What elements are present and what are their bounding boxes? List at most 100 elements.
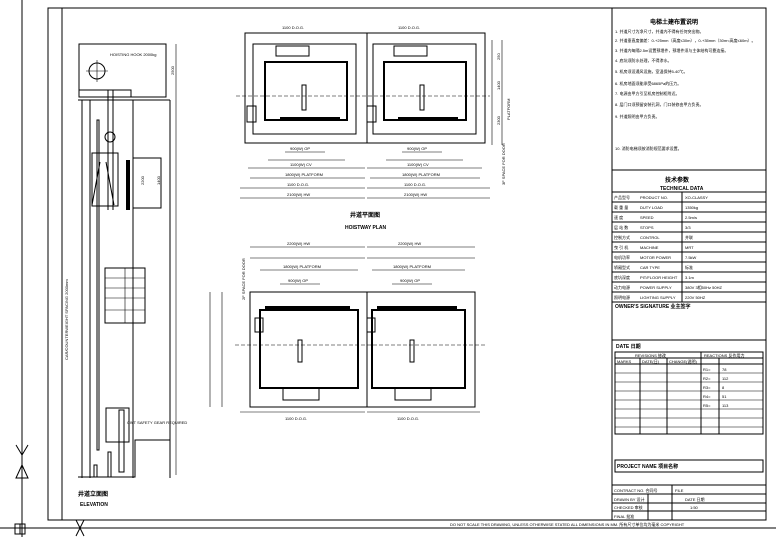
tech-row-label-en: PIT/FLOOR HEIGHT [640, 275, 678, 280]
reaction-key: R1= [703, 367, 711, 372]
reaction-value: 113 [722, 403, 729, 408]
tech-row-label-en: DUTY LOAD [640, 205, 663, 210]
tech-row-label-en: SPEED [640, 215, 654, 220]
note-2: 2. 井道垂直度偏差：0-+25mm（高度≤30m），0-+35mm（30m<高… [615, 37, 756, 43]
checked-by: CHECKED 审核 [614, 504, 643, 510]
elevation-dim-1: 2500 [170, 65, 175, 75]
tech-row-value: 1350kg [685, 205, 698, 210]
lower-car2-dog: 1100 D.O.G. [397, 416, 419, 421]
car1-door-opening: 1100 D.O.G. [282, 25, 304, 30]
revisions-table: DATE 日期 REVISIONS 修改 MARKS DATE(日) CHANG… [612, 339, 766, 435]
tech-row-label-en: POWER SUPPLY [640, 285, 672, 290]
tech-row-value: XO-CLASSY [685, 195, 708, 200]
lower-car1-hw: 2200(W) HW [287, 241, 310, 246]
reaction-key: R4= [703, 394, 711, 399]
tech-row-label-cn: 产品型号 [614, 194, 630, 200]
tech-title-en: TECHNICAL DATA [660, 186, 704, 192]
plan-side-label: 3F SPACE FOR DOOR [501, 143, 506, 185]
tech-row-label-en: MOTOR POWER [640, 255, 671, 260]
tech-row-label-cn: 控制方式 [614, 234, 630, 240]
reactions-title: REACTIONS 反作用力 [704, 352, 744, 358]
note-9: 9. 井道照明由甲方负责。 [615, 113, 659, 119]
reaction-key: R5= [703, 403, 711, 408]
lower-car1-dog: 1100 D.O.G. [285, 416, 307, 421]
revision-date-label: DATE 日期 [616, 343, 641, 350]
note-1: 1. 井道尺寸为净尺寸，井道内不得有任何突出物。 [615, 28, 703, 34]
lower-car1-platform: 1800(W) PLATFORM [283, 264, 321, 269]
notes-panel: 电梯土建布置说明 1. 井道尺寸为净尺寸，井道内不得有任何突出物。 2. 井道垂… [612, 18, 766, 171]
tech-row-value: 220V 50HZ [685, 295, 706, 300]
note-10: 10. 消防电梯须按消防规范要求设置。 [615, 145, 682, 151]
car2-entrance: 900(W) OP [407, 146, 427, 151]
reaction-value: 51 [722, 394, 727, 399]
reaction-value: 112 [722, 376, 729, 381]
note-6: 6. 机房地面须能承受6865Pa的压力。 [615, 80, 681, 86]
tech-row-label-en: CAR TYPE [640, 265, 660, 270]
plan-side-platform: PLATFORM [506, 99, 511, 120]
tech-row-label-en: CONTROL [640, 235, 660, 240]
revisions-col-date: DATE(日) [642, 359, 660, 364]
tech-row-value: 并联 [685, 234, 693, 240]
lower-car2-platform: 1800(W) PLATFORM [393, 264, 431, 269]
lower-car2-entrance: 900(W) OP [400, 278, 420, 283]
note-5: 5. 机房须设通风设施，室温保持5-40℃。 [615, 68, 687, 74]
car1-shaft-width: 2100(W) HW [287, 192, 310, 197]
scale-value: 1:50 [690, 505, 699, 510]
car1-platform: 1800(W) PLATFORM [285, 172, 323, 177]
hoistway-plan-title-en: HOISTWAY PLAN [345, 225, 387, 231]
tech-row-value: 标准 [685, 264, 693, 270]
plan-side-dim-1: 250 [496, 53, 501, 60]
tech-row-label-en: STOPS [640, 225, 654, 230]
tech-row-label-cn: 层 站 数 [614, 224, 628, 230]
tech-row-label-cn: 曳 引 机 [614, 244, 628, 250]
note-8: 8. 层门口须预留安装孔洞，门口装修由甲方负责。 [615, 101, 703, 107]
car1-entrance: 900(W) OP [290, 146, 310, 151]
buffer-note: CWT SAFETY GEAR REQUIRED [127, 420, 187, 425]
contract-no: CONTRACT NO. 合同号 [614, 487, 657, 493]
note-3: 3. 井道内每隔2.5m设置预埋件，预埋件须与主体结构可靠连接。 [615, 47, 728, 53]
car1-car-depth: 1100(W) CV [290, 162, 312, 167]
elevation-dim-2: 2200 [140, 175, 145, 185]
elevation-dim-3: 1400 [156, 175, 161, 185]
tech-row-value: 2.5m/s [685, 215, 697, 220]
file-label: FILE [675, 488, 684, 493]
revisions-title: REVISIONS 修改 [635, 352, 666, 358]
reaction-value: 78 [722, 367, 727, 372]
notes-title: 电梯土建布置说明 [650, 18, 698, 26]
footer-note: DO NOT SCALE THIS DRAWING, UNLESS OTHERW… [450, 521, 685, 527]
plan-side-dim-3: 2300 [496, 115, 501, 125]
hoistway-plan-title-cn: 井道平面图 [350, 211, 380, 219]
tech-row-label-cn: 照明电源 [614, 294, 630, 300]
car2-door-opening: 1100 D.O.G. [398, 25, 420, 30]
lower-car1-entrance: 900(W) OP [288, 278, 308, 283]
elevation-view: HOISTING HOOK 2000kg CWT SAFETY GEAR REQ… [61, 8, 187, 520]
orientation-marks [14, 444, 85, 537]
tech-row-value: 3.1m [685, 275, 695, 280]
car2-dog: 1100 D.O.G. [404, 182, 426, 187]
drawn-by: DRAWN BY 设计 [614, 496, 644, 502]
elevation-title-en: ELEVATION [80, 502, 108, 508]
final-approval: FINAL 批准 [614, 513, 634, 519]
tech-row-label-cn: 轿厢型式 [614, 264, 630, 270]
tech-row-label-en: PRODUCT NO. [640, 195, 668, 200]
reaction-key: R3= [703, 385, 711, 390]
project-name: PROJECT NAME 项目名称 [617, 463, 678, 470]
tech-data-table: 技术参数 TECHNICAL DATA 产品型号 PRODUCT NO. XO-CL… [612, 176, 766, 310]
tech-row-label-cn: 载 重 量 [614, 204, 628, 210]
machine-note: HOISTING HOOK 2000kg [110, 52, 156, 57]
tech-row-value: MRT [685, 245, 694, 250]
tech-row-label-cn: 电机功率 [614, 254, 630, 260]
note-7: 7. 电源由甲方引至机房控制柜附近。 [615, 90, 679, 96]
elevation-title-cn: 井道立面图 [78, 490, 108, 498]
tech-row-label-en: LIGHTING SUPPLY [640, 295, 676, 300]
car2-shaft-width: 2100(W) HW [404, 192, 427, 197]
tech-row-label-cn: 底坑深度 [614, 274, 630, 280]
car2-platform: 1800(W) PLATFORM [402, 172, 440, 177]
revisions-col-change: CHANGE(说明) [669, 358, 697, 364]
tech-row-value: 7.5kW [685, 255, 697, 260]
tech-title-cn: 技术参数 [665, 176, 690, 184]
car2-car-depth: 1100(W) CV [407, 162, 429, 167]
hoistway-plan: 1100 D.O.G. 1100 D.O.G. 900(W) OP 900(W)… [236, 25, 511, 231]
lower-plan: 2200(W) HW 2200(W) HW 1800(W) PLATFORM 1… [209, 241, 485, 421]
